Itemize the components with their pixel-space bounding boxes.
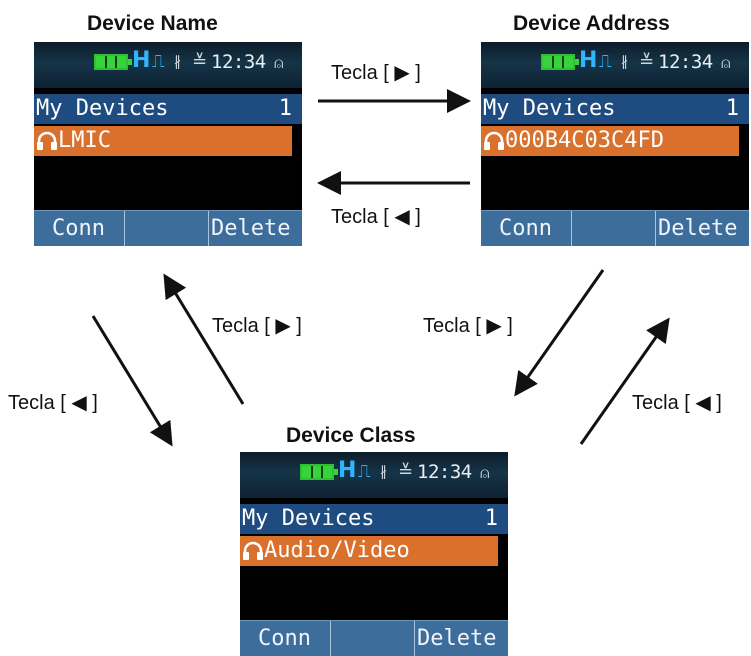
arrow-name-to-class (91, 315, 173, 447)
screen-device-class: H ⎍ ∦ ≚ 12:34 ⍝ My Devices 1 Audio/Video… (240, 452, 508, 656)
softkey-bar: Conn Delete (481, 210, 749, 246)
key-label-left-bottom-right: Tecla [ ◀ ] (632, 392, 722, 414)
softkey-divider (124, 211, 125, 246)
alarm-icon: ⍝ (274, 53, 284, 72)
key-label-right-mid-right: Tecla [ ▶ ] (423, 315, 513, 337)
device-count: 1 (484, 506, 498, 531)
status-bar: H ⎍ ∦ ≚ 12:34 ⍝ (240, 452, 508, 498)
data-icon: ≚ (192, 51, 208, 72)
device-list-item[interactable]: Audio/Video (240, 536, 498, 566)
softkey-divider (208, 211, 209, 246)
bluetooth-icon: ∦ (621, 54, 628, 70)
conn-softkey[interactable]: Conn (258, 626, 311, 651)
conn-softkey[interactable]: Conn (52, 216, 105, 241)
device-count: 1 (725, 96, 739, 121)
signal-icon: ⎍ (152, 51, 165, 72)
list-header: My Devices 1 (34, 94, 302, 124)
data-icon: ≚ (639, 51, 655, 72)
arrow-class-to-address (579, 317, 670, 445)
screen-device-address: H ⎍ ∦ ≚ 12:34 ⍝ My Devices 1 000B4C03C4F… (481, 42, 749, 246)
clock-time: 12:34 (417, 461, 472, 483)
key-label-right-top: Tecla [ ▶ ] (331, 62, 421, 84)
list-header: My Devices 1 (240, 504, 508, 534)
status-bar: H ⎍ ∦ ≚ 12:34 ⍝ (34, 42, 302, 88)
status-bar: H ⎍ ∦ ≚ 12:34 ⍝ (481, 42, 749, 88)
bluetooth-icon: ∦ (380, 464, 387, 480)
key-label-left-top: Tecla [ ◀ ] (331, 206, 421, 228)
screen-device-name: H ⎍ ∦ ≚ 12:34 ⍝ My Devices 1 LMIC Conn D… (34, 42, 302, 246)
status-h-icon: H (132, 48, 151, 73)
softkey-divider (414, 621, 415, 656)
device-list-item[interactable]: LMIC (34, 126, 292, 156)
signal-icon: ⎍ (599, 51, 612, 72)
battery-icon (541, 54, 579, 70)
softkey-bar: Conn Delete (34, 210, 302, 246)
delete-softkey[interactable]: Delete (658, 216, 738, 241)
device-list-item[interactable]: 000B4C03C4FD (481, 126, 739, 156)
bluetooth-icon: ∦ (174, 54, 181, 70)
signal-icon: ⎍ (358, 461, 371, 482)
arrow-address-to-class (514, 269, 605, 397)
headphones-icon (243, 541, 263, 560)
softkey-divider (330, 621, 331, 656)
device-name-text: LMIC (58, 128, 111, 153)
delete-softkey[interactable]: Delete (211, 216, 291, 241)
delete-softkey[interactable]: Delete (417, 626, 497, 651)
list-header: My Devices 1 (481, 94, 749, 124)
softkey-bar: Conn Delete (240, 620, 508, 656)
clock-time: 12:34 (211, 51, 266, 73)
softkey-divider (655, 211, 656, 246)
arrow-class-to-name (163, 273, 245, 405)
status-h-icon: H (338, 458, 357, 483)
caption-device-name: Device Name (87, 12, 218, 35)
list-title: My Devices (242, 506, 375, 531)
headphones-icon (484, 131, 504, 150)
list-title: My Devices (483, 96, 616, 121)
caption-device-class: Device Class (286, 424, 416, 447)
key-label-left-bottom-left: Tecla [ ◀ ] (8, 392, 98, 414)
headphones-icon (37, 131, 57, 150)
device-address-text: 000B4C03C4FD (505, 128, 664, 153)
alarm-icon: ⍝ (721, 53, 731, 72)
alarm-icon: ⍝ (480, 463, 490, 482)
conn-softkey[interactable]: Conn (499, 216, 552, 241)
clock-time: 12:34 (658, 51, 713, 73)
status-h-icon: H (579, 48, 598, 73)
device-count: 1 (278, 96, 292, 121)
key-label-right-mid-left: Tecla [ ▶ ] (212, 315, 302, 337)
device-class-text: Audio/Video (264, 538, 410, 563)
list-title: My Devices (36, 96, 169, 121)
caption-device-address: Device Address (513, 12, 670, 35)
softkey-divider (571, 211, 572, 246)
battery-icon (94, 54, 132, 70)
data-icon: ≚ (398, 461, 414, 482)
battery-icon (300, 464, 338, 480)
